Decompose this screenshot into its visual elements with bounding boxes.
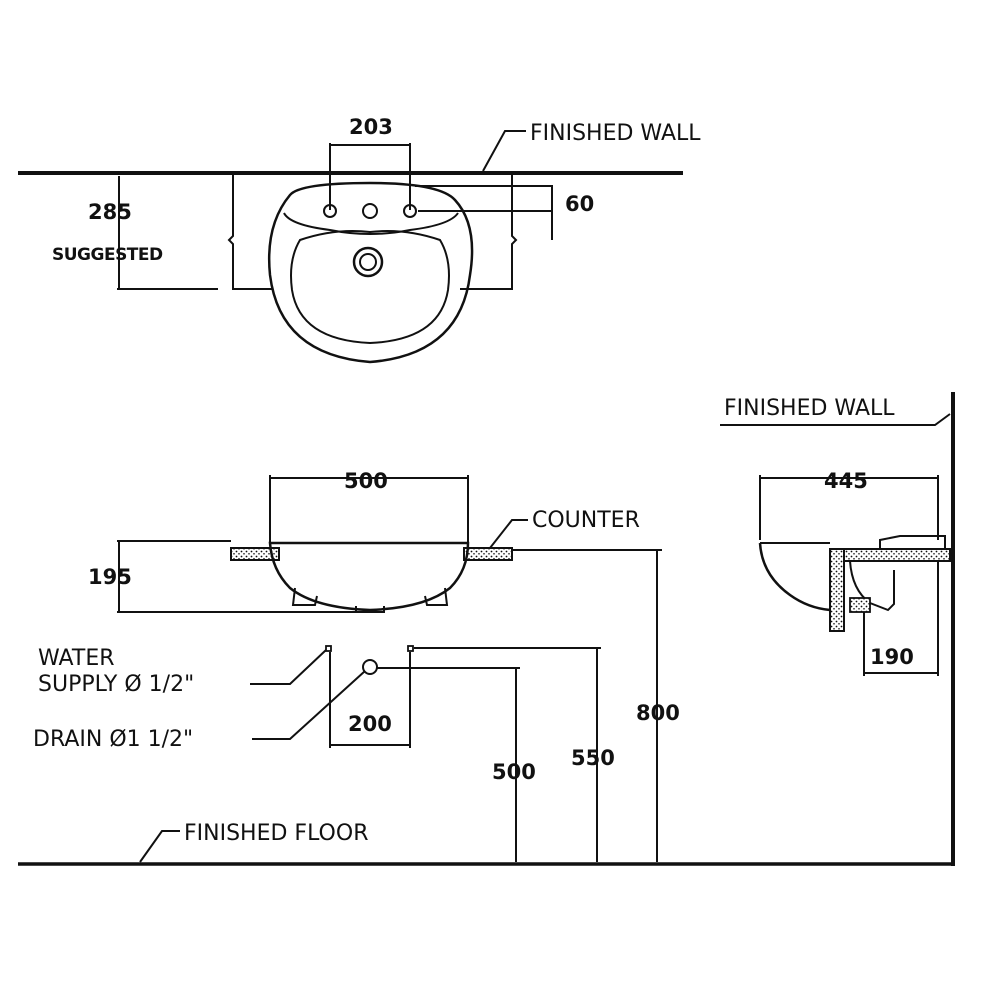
counter-slab-side <box>829 548 951 562</box>
tap-hole-left <box>323 204 337 218</box>
basin-side-inner <box>849 560 895 612</box>
supply-point-left <box>325 645 332 652</box>
suggested-label: SUGGESTED <box>52 245 163 265</box>
basin-outer-top <box>267 181 474 364</box>
drain-trap-side <box>849 597 871 613</box>
counter-label: COUNTER <box>532 508 640 533</box>
dim-500w-label: 500 <box>344 469 388 493</box>
side-view: FINISHED WALL 445 190 <box>720 392 955 866</box>
bracket-right <box>460 173 518 290</box>
drain-leader <box>252 670 366 740</box>
top-view: FINISHED WALL 203 60 285 SUGGESTED <box>18 115 701 364</box>
basin-drain-outlet <box>355 606 385 613</box>
dim-203-label: 203 <box>349 115 393 139</box>
finished-wall-label-side: FINISHED WALL <box>724 396 895 421</box>
basin-side-body <box>758 542 831 612</box>
basin-foot-right <box>424 587 449 606</box>
drain-outer-top <box>352 246 384 278</box>
drain-label: DRAIN Ø1 1/2" <box>33 727 193 752</box>
tap-hole-center <box>362 203 378 219</box>
dim-195-label: 195 <box>88 565 132 589</box>
dim-500h-label: 500 <box>492 760 536 784</box>
finished-wall-label-top: FINISHED WALL <box>530 121 701 146</box>
drain-inner-top <box>359 253 377 271</box>
water-supply-label-line1: WATER <box>38 646 115 671</box>
basin-rim-front <box>283 212 459 235</box>
basin-side-tap-deck <box>879 535 946 549</box>
finished-wall-leader-top <box>482 130 526 172</box>
counter-apron-side <box>829 548 845 632</box>
dim-445-label: 445 <box>824 469 868 493</box>
tap-hole-right <box>403 204 417 218</box>
counter-leader <box>489 519 528 549</box>
basin-front-body <box>268 541 470 612</box>
basin-bowl-top <box>290 230 450 345</box>
bracket-left <box>227 173 272 290</box>
dim-200-label: 200 <box>348 712 392 736</box>
basin-foot-left <box>291 587 318 606</box>
dim-800-label: 800 <box>636 701 680 725</box>
finished-floor-leader <box>139 830 180 863</box>
dim-60-label: 60 <box>565 192 594 216</box>
dim-550-label: 550 <box>571 746 615 770</box>
counter-slab-right <box>463 547 513 561</box>
water-supply-label-line2: SUPPLY Ø 1/2" <box>38 672 194 697</box>
finished-wall-leader-side <box>720 413 951 426</box>
counter-slab-left <box>230 547 280 561</box>
finished-floor-label: FINISHED FLOOR <box>184 821 368 846</box>
dim-285-label: 285 <box>88 200 132 224</box>
water-supply-leader <box>250 649 327 685</box>
dim-190-label: 190 <box>870 645 914 669</box>
front-view: 500 COUNTER 195 800 WATER SUPPLY Ø 1/2" … <box>18 469 955 866</box>
supply-point-right <box>407 645 414 652</box>
